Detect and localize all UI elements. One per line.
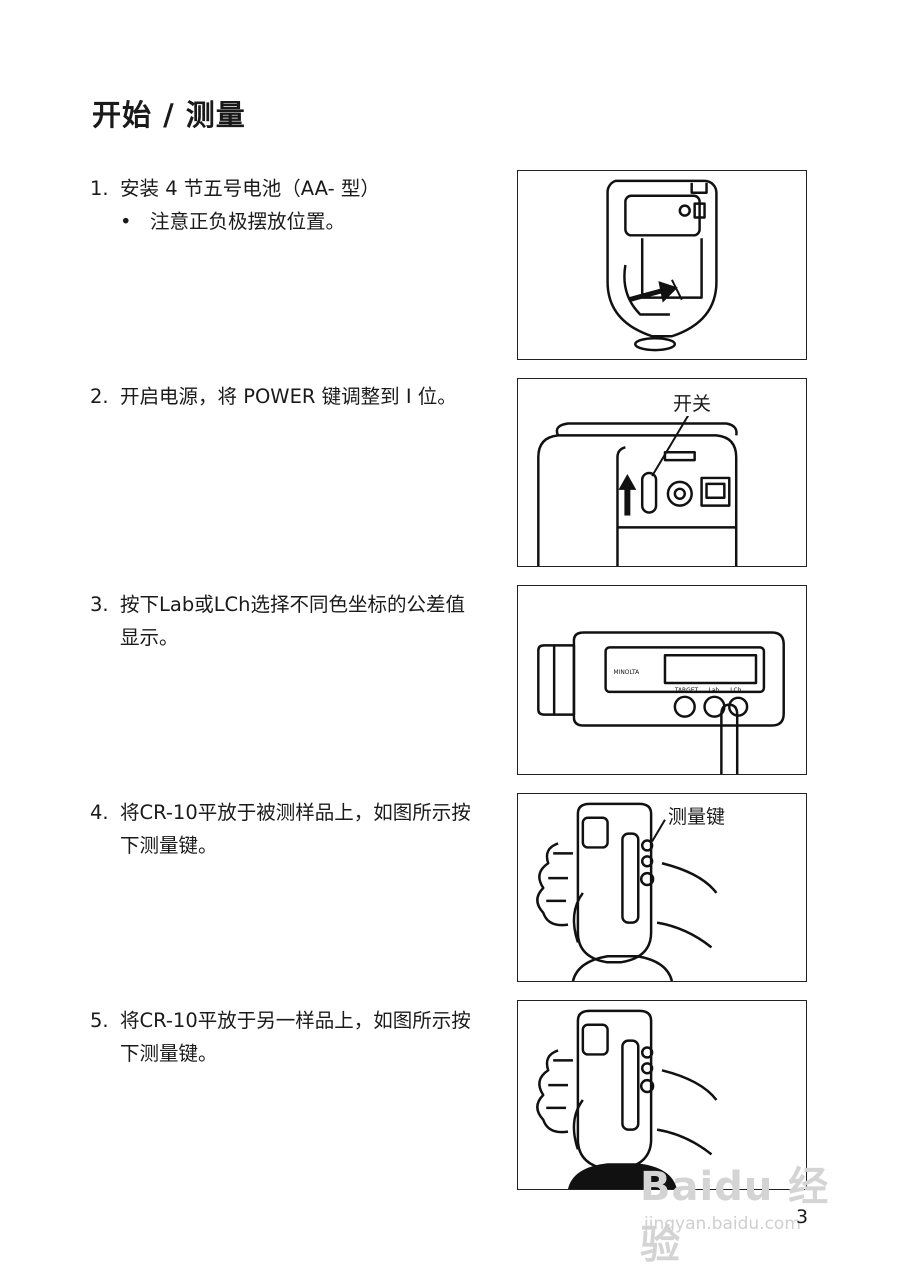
- measure-hand-illustration-1: [536, 802, 718, 981]
- step-text: 开启电源，将 POWER 键调整到 I 位。: [120, 385, 457, 408]
- switch-label: 开关: [671, 389, 714, 416]
- page-title: 开始 / 测量: [92, 98, 246, 132]
- step-3: 3. 按下Lab或LCh选择不同色坐标的公差值显示。: [90, 588, 480, 654]
- figure-measure-sample-1: 测量键: [517, 793, 807, 982]
- step-1: 1. 安装 4 节五号电池（AA- 型） •注意正负极摆放位置。: [90, 172, 480, 238]
- battery-install-illustration: [606, 179, 718, 352]
- figure-battery-install: [517, 170, 807, 360]
- step-bullet: •注意正负极摆放位置。: [120, 210, 346, 233]
- step-number: 2.: [90, 385, 109, 408]
- display-buttons-illustration: MINOLTA TARGET Lab LCh: [537, 631, 785, 774]
- measure-hand-illustration-2: [536, 1009, 718, 1189]
- power-switch-illustration: [537, 414, 738, 566]
- step-5: 5. 将CR-10平放于另一样品上，如图所示按下测量键。: [90, 1004, 480, 1070]
- svg-text:Lab: Lab: [709, 687, 720, 694]
- step-number: 4.: [90, 801, 109, 824]
- figure-power-switch: 开关: [517, 378, 807, 567]
- svg-text:MINOLTA: MINOLTA: [614, 669, 640, 676]
- step-text: 按下Lab或LCh选择不同色坐标的公差值显示。: [120, 593, 466, 649]
- step-text: 将CR-10平放于另一样品上，如图所示按下测量键。: [120, 1009, 471, 1065]
- figure-display-buttons: MINOLTA TARGET Lab LCh: [517, 585, 807, 775]
- step-text: 安装 4 节五号电池（AA- 型）: [120, 177, 380, 200]
- step-2: 2. 开启电源，将 POWER 键调整到 I 位。: [90, 380, 480, 413]
- watermark-url: jingyan.baidu.com: [644, 1214, 801, 1234]
- svg-text:TARGET: TARGET: [674, 687, 699, 694]
- step-4: 4. 将CR-10平放于被测样品上，如图所示按下测量键。: [90, 796, 480, 862]
- page-number: 3: [796, 1206, 809, 1228]
- step-number: 3.: [90, 593, 109, 616]
- step-number: 5.: [90, 1009, 109, 1032]
- step-text: 将CR-10平放于被测样品上，如图所示按下测量键。: [120, 801, 471, 857]
- step-number: 1.: [90, 177, 109, 200]
- svg-text:LCh: LCh: [730, 687, 741, 694]
- figure-measure-sample-2: [517, 1000, 807, 1190]
- measure-key-label: 测量键: [666, 802, 728, 829]
